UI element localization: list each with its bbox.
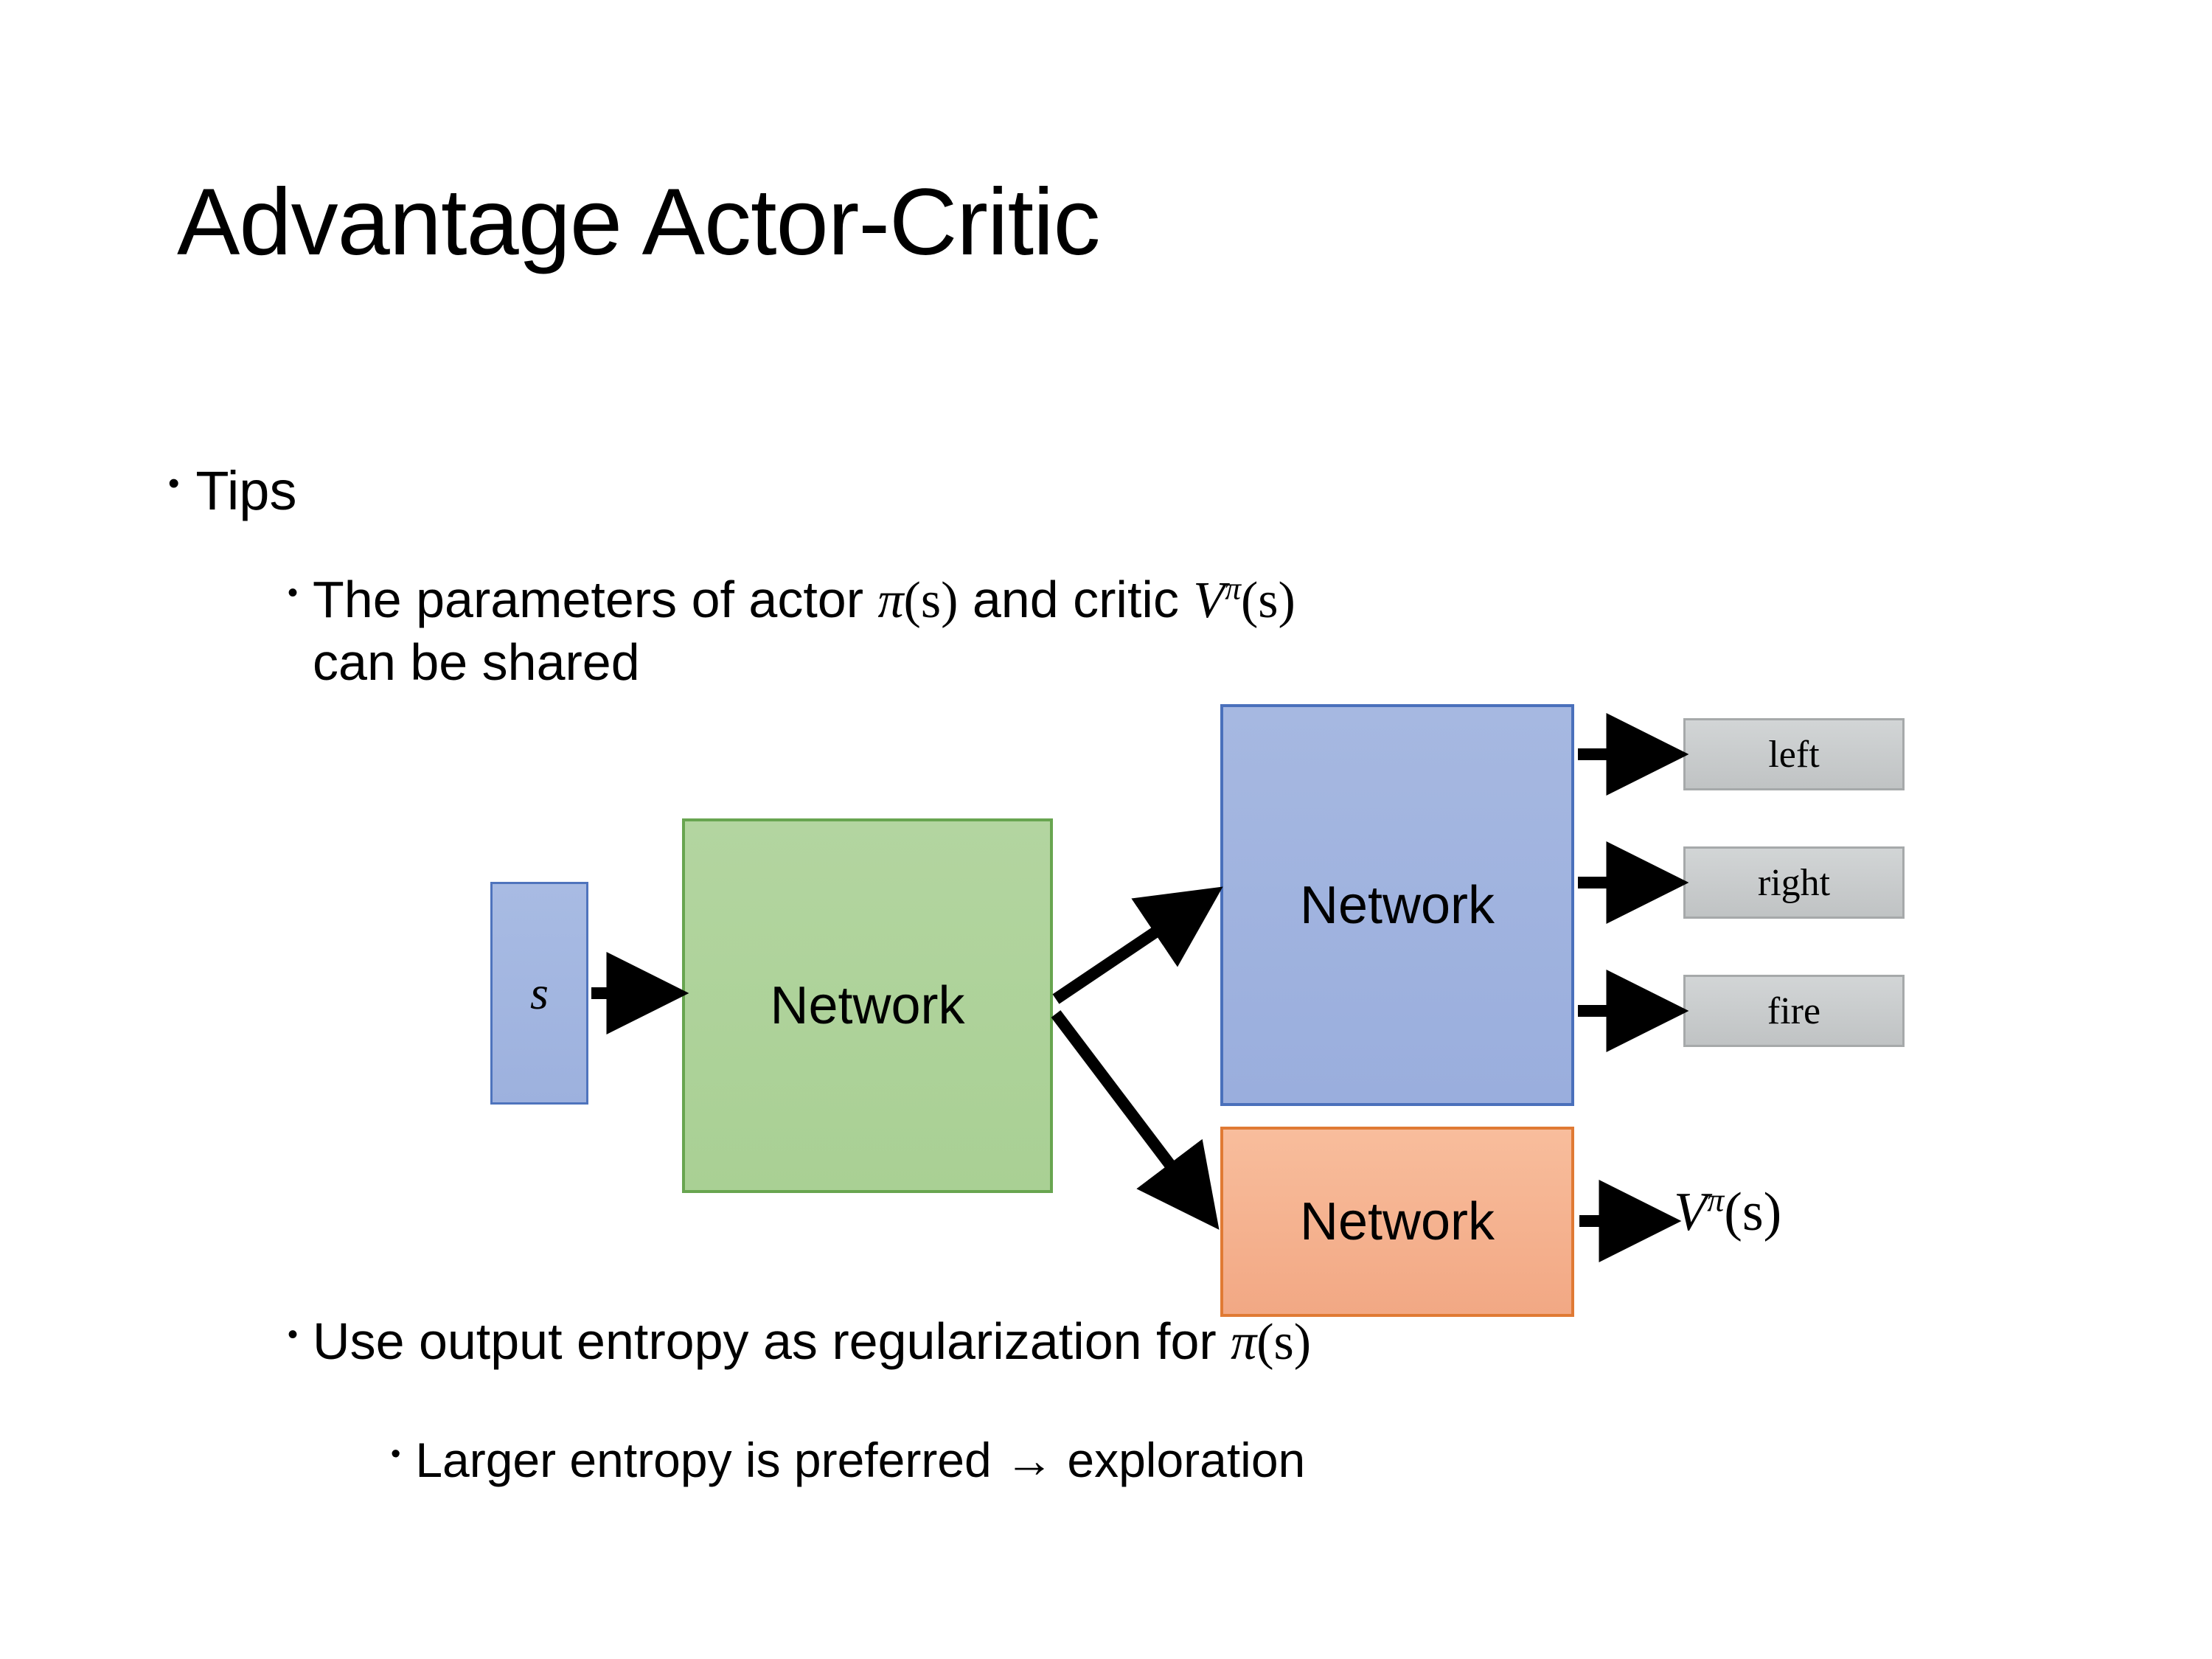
bullet-entropy-regularization: • Use output entropy as regularization f…: [288, 1311, 1311, 1374]
value-v-symbol: V: [1674, 1182, 1708, 1242]
critic-network-node: Network: [1220, 1127, 1574, 1317]
bullet-tips-label: Tips: [195, 460, 297, 521]
bullet-marker-icon: •: [288, 1318, 299, 1351]
actor-network-label: Network: [1299, 875, 1495, 935]
critic-argument: (s): [1240, 572, 1295, 629]
value-argument: (s): [1724, 1182, 1782, 1242]
arrow-shared-to-critic: [1051, 1010, 1220, 1230]
bullet-marker-icon: •: [288, 577, 299, 609]
parameters-line2: can be shared: [313, 633, 640, 691]
entropy-text-prefix: Use output entropy as regularization for: [313, 1312, 1231, 1370]
bullet-marker-icon: •: [391, 1439, 401, 1470]
value-pi-superscript: π: [1707, 1180, 1725, 1219]
action-output-fire: fire: [1683, 975, 1905, 1047]
critic-network-label: Network: [1299, 1192, 1495, 1251]
actor-argument: (s): [903, 572, 959, 629]
policy-argument: (s): [1256, 1314, 1312, 1371]
action-output-right-label: right: [1757, 861, 1831, 904]
parameters-line1-middle: and critic: [958, 571, 1194, 628]
shared-network-node: Network: [682, 818, 1053, 1193]
bullet-marker-icon: •: [168, 465, 180, 501]
actor-pi-symbol: π: [877, 572, 904, 629]
bullet-entropy-text: Use output entropy as regularization for…: [313, 1311, 1311, 1374]
bullet-larger-entropy-label: Larger entropy is preferred → exploratio…: [415, 1433, 1306, 1487]
action-output-right: right: [1683, 846, 1905, 919]
input-state-label: s: [530, 967, 549, 1019]
policy-pi-symbol: π: [1231, 1314, 1257, 1371]
bullet-parameters-text: The parameters of actor π(s) and critic …: [313, 569, 1295, 692]
bullet-larger-entropy: • Larger entropy is preferred → explorat…: [391, 1432, 1305, 1489]
critic-pi-superscript: π: [1225, 571, 1241, 607]
actor-network-node: Network: [1220, 704, 1574, 1106]
action-output-fire-label: fire: [1767, 990, 1821, 1032]
page-title: Advantage Actor-Critic: [177, 170, 1100, 275]
action-output-left-label: left: [1768, 733, 1820, 776]
value-output-label: Vπ(s): [1674, 1180, 1781, 1244]
parameters-line1-prefix: The parameters of actor: [313, 571, 878, 628]
bullet-tips: • Tips: [168, 459, 296, 523]
arrow-shared-to-actor: [1052, 886, 1223, 1004]
input-state-node: s: [490, 882, 588, 1105]
critic-v-symbol: V: [1193, 572, 1225, 629]
shared-network-label: Network: [770, 976, 965, 1035]
bullet-parameters-shared: • The parameters of actor π(s) and criti…: [288, 569, 2057, 692]
action-output-left: left: [1683, 718, 1905, 790]
